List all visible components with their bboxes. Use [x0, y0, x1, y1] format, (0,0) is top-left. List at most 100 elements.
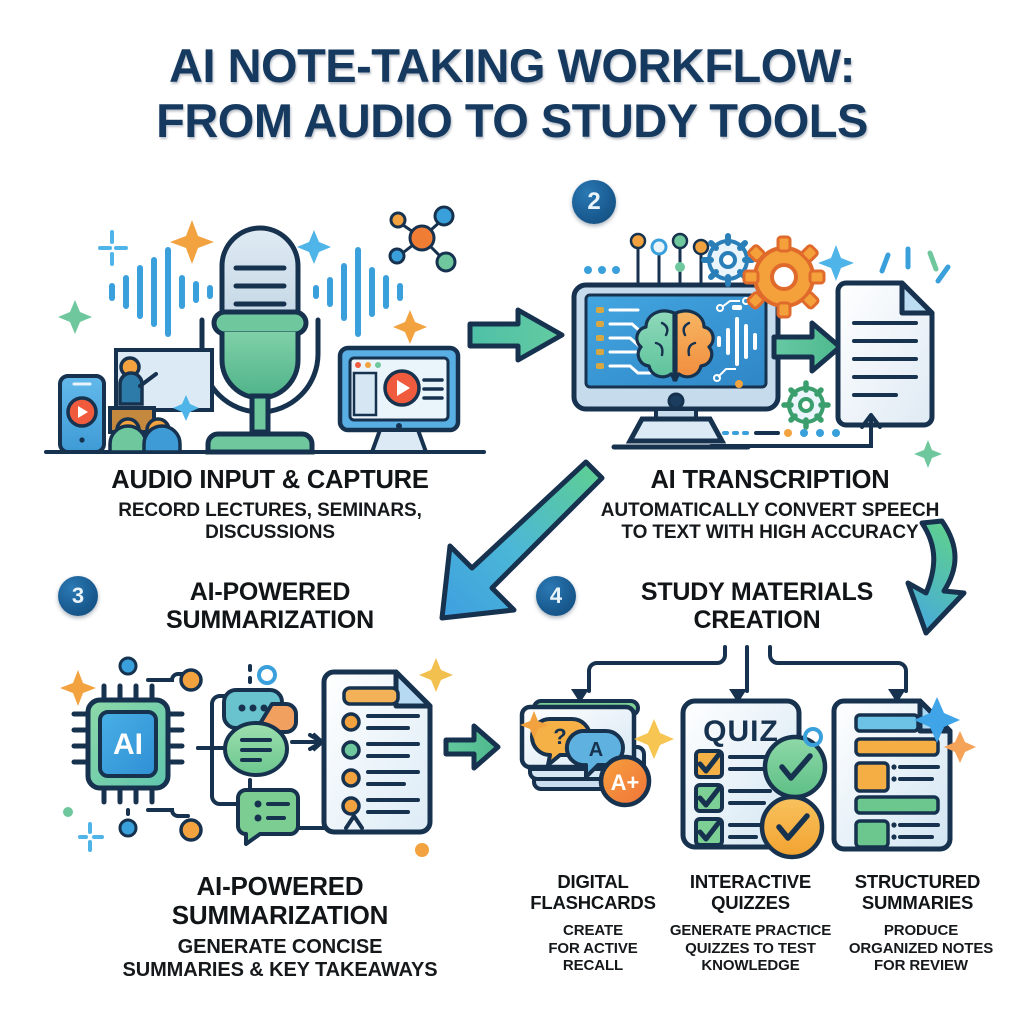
- sparkle-icon-c: [60, 670, 96, 706]
- a-plus-badge-label: A+: [611, 770, 640, 795]
- output-1-subtext-line-1: CREATE: [563, 922, 623, 939]
- checklist-document-icon: [321, 669, 433, 835]
- monitor-play-icon: [337, 345, 461, 454]
- data-input-icon: [629, 232, 710, 285]
- ai-chip-label: AI: [113, 728, 143, 761]
- sparkle-icon-e: [520, 711, 548, 739]
- output-3-subtext-line-2: ORGANIZED NOTES: [848, 939, 994, 957]
- dot-green: [63, 807, 73, 817]
- step-badge-2-number: 2: [587, 188, 601, 215]
- step-3-heading-line-1: AI-POWERED: [189, 578, 351, 606]
- sparkle-icon-g: [914, 697, 960, 743]
- output-1-heading-line-2: FLASHCARDS: [530, 891, 656, 913]
- output-2-subtext: GENERATE PRACTICE QUIZZES TO TEST KNOWLE…: [663, 922, 838, 975]
- output-2-subtext-line-2: QUIZZES TO TEST: [685, 939, 816, 957]
- step-3-heading-line-2: SUMMARIZATION: [165, 606, 375, 634]
- ai-summarization-illustration: AI: [52, 652, 501, 867]
- sparkle-icon-d: [419, 658, 453, 692]
- document-bullets: [341, 712, 361, 816]
- step-3-caption-line-2: SUMMARIZATION: [171, 900, 389, 931]
- output-2-heading-line-2: QUIZZES: [711, 891, 790, 913]
- loop-dots-icon: [784, 429, 840, 437]
- study-materials-illustration: ? A A+ QUIZ: [519, 645, 990, 870]
- quiz-card-title: QUIZ: [703, 715, 779, 748]
- dot-orange: [415, 843, 429, 857]
- step-1-subtext-line-1: RECORD LECTURES, SEMINARS,: [118, 500, 422, 521]
- plus-sparkle-icon: [78, 822, 104, 852]
- output-3-heading-line-2: SUMMARIES: [861, 891, 974, 913]
- flashcard-question-mark: ?: [553, 724, 566, 749]
- output-2-subtext-line-3: KNOWLEDGE: [701, 957, 800, 975]
- output-2-subtext-line-1: GENERATE PRACTICE: [669, 922, 832, 939]
- desktop-monitor-icon: [571, 282, 781, 450]
- flashcard-answer-letter: A: [589, 739, 603, 761]
- sparkle-icon-f: [634, 719, 674, 759]
- microphone-icon: [199, 225, 321, 455]
- step-3-subtext-line-2: SUMMARIES & KEY TAKEAWAYS: [122, 959, 438, 982]
- arrow-small-icon: [290, 732, 326, 752]
- gear-icon-green: [781, 380, 831, 430]
- output-1-heading-line-1: DIGITAL: [557, 871, 629, 892]
- list-bubble-icon: [236, 788, 300, 846]
- smartphone-icon: [58, 374, 106, 454]
- output-3-subtext-line-1: PRODUCE: [883, 922, 959, 939]
- page-title-line-2: FROM AUDIO TO STUDY TOOLS: [156, 94, 868, 148]
- arrow-curved-to-step4: [880, 515, 990, 636]
- step-3-caption-line-1: AI-POWERED: [196, 871, 364, 901]
- arrow-to-document-icon: [771, 320, 843, 374]
- step-4-heading-line-2: CREATION: [693, 606, 821, 634]
- feedback-loop-icon: [709, 413, 882, 448]
- output-3-heading: STRUCTURED SUMMARIES: [835, 871, 1000, 913]
- waveform-icon-right: [313, 247, 403, 337]
- ring-dot-icon: [803, 727, 823, 747]
- step-3-subtext-line-1: GENERATE CONCISE: [177, 936, 383, 958]
- step-3-caption: AI-POWERED SUMMARIZATION: [60, 871, 500, 931]
- burst-lines-icon: [879, 246, 951, 284]
- step-badge-2: 2: [572, 180, 616, 224]
- step-2-subtext-line-2: TO TEXT WITH HIGH ACCURACY: [621, 522, 919, 544]
- step-1-subtext-line-2: DISCUSSIONS: [205, 522, 335, 544]
- output-1-subtext-line-2: FOR ACTIVE: [548, 939, 638, 957]
- sparkle-icon-a: [818, 245, 854, 281]
- brain-icon: [635, 309, 715, 382]
- connector-dot-br: [179, 818, 203, 842]
- output-3-subtext-line-3: FOR REVIEW: [873, 957, 968, 975]
- lecturer-icon: [108, 348, 214, 454]
- step-3-subtext: GENERATE CONCISE SUMMARIES & KEY TAKEAWA…: [60, 936, 500, 983]
- step-3-heading: AI-POWERED SUMMARIZATION: [110, 578, 430, 634]
- step-badge-4-number: 4: [549, 583, 563, 608]
- output-1-heading: DIGITAL FLASHCARDS: [518, 871, 668, 913]
- step-1-heading: AUDIO INPUT & CAPTURE: [111, 466, 429, 494]
- output-1-subtext: CREATE FOR ACTIVE RECALL: [518, 922, 668, 975]
- arrow-diagonal-to-step3: [418, 456, 608, 621]
- document-icon: [835, 280, 935, 428]
- check-circle-orange: [759, 794, 825, 860]
- step-1-subtext: RECORD LECTURES, SEMINARS, DISCUSSIONS: [40, 500, 500, 544]
- step-2-subtext-line-1: AUTOMATICALLY CONVERT SPEECH: [600, 500, 940, 521]
- sparkle-icon-group: [58, 220, 427, 421]
- summary-node-icon: [223, 721, 289, 777]
- connector-dot-tr: [179, 668, 203, 692]
- quiz-clipboard-icon: QUIZ: [680, 698, 828, 860]
- step-badge-4: 4: [536, 576, 576, 616]
- page-title: AI NOTE-TAKING WORKFLOW: FROM AUDIO TO S…: [0, 38, 1024, 149]
- sparkle-icon-h: [944, 731, 976, 763]
- step-badge-3: 3: [58, 576, 98, 616]
- step-4-heading-line-1: STUDY MATERIALS: [640, 578, 874, 606]
- ai-transcription-illustration: [556, 195, 976, 468]
- return-arrow-icon: [344, 814, 364, 830]
- audio-capture-illustration: [44, 190, 494, 460]
- step-badge-3-number: 3: [71, 583, 85, 608]
- screen-nodes: [713, 297, 750, 382]
- output-3-subtext: PRODUCE ORGANIZED NOTES FOR REVIEW: [832, 922, 1010, 975]
- page-title-line-1: AI NOTE-TAKING WORKFLOW:: [169, 39, 855, 92]
- output-3-heading-line-1: STRUCTURED: [854, 871, 981, 892]
- step-4-heading: STUDY MATERIALS CREATION: [592, 578, 922, 634]
- sparkle-icon-b: [914, 440, 942, 468]
- arrow-step1-to-step2: [467, 300, 578, 370]
- output-2-heading-line-1: INTERACTIVE: [689, 871, 812, 892]
- ai-chip-icon: AI: [71, 683, 185, 805]
- output-2-heading: INTERACTIVE QUIZZES: [668, 871, 833, 913]
- step-2-subtext: AUTOMATICALLY CONVERT SPEECH TO TEXT WIT…: [540, 500, 1000, 544]
- screen-waveform-icon: [717, 317, 757, 366]
